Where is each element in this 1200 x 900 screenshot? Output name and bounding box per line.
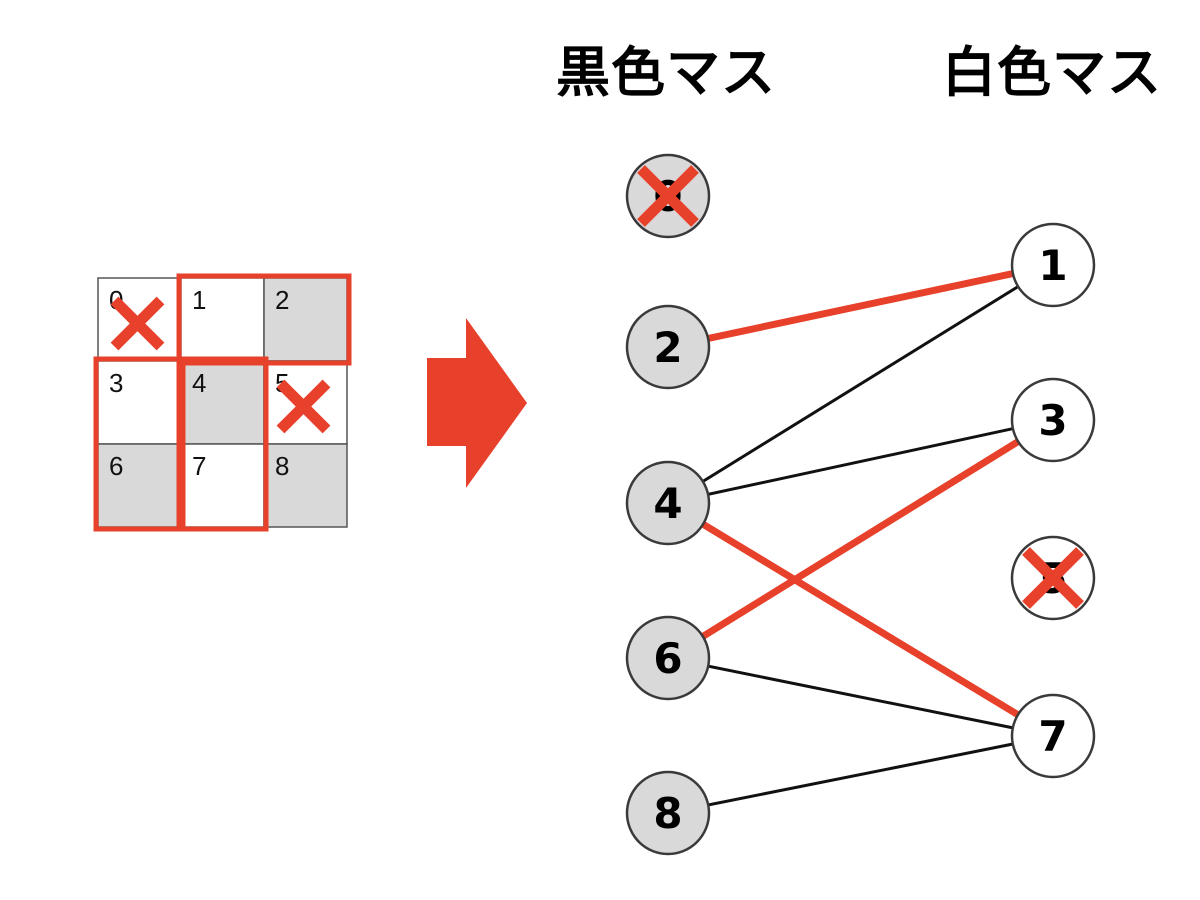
grid-cell-8: 8 (263, 443, 348, 528)
cross-stroke (637, 165, 699, 227)
node-circle (1010, 693, 1096, 779)
node-label: 7 (1038, 712, 1067, 761)
grid-board: 01 2 3 4 5 6 7 8 (93, 273, 352, 532)
grid-cell-label: 2 (275, 285, 289, 315)
grid-cell-label: 4 (192, 368, 206, 398)
black-node-6: 6 (625, 615, 711, 701)
matched-edge-6-3 (666, 417, 1055, 661)
grid-cell-3: 3 (97, 360, 182, 445)
right-arrow-icon (427, 318, 527, 488)
domino-outline-3-6 (93, 356, 186, 532)
grid-cell-label: 8 (275, 451, 289, 481)
cross-icon (1022, 547, 1084, 609)
node-label: 8 (653, 789, 682, 838)
white-node-3: 3 (1010, 377, 1096, 463)
node-circle (625, 460, 711, 546)
bipartite-nodes: 0 2 4 6 8 1 3 5 7 (625, 153, 1096, 856)
node-circle (1010, 377, 1096, 463)
grid-cell-label: 3 (109, 368, 123, 398)
white-node-5: 5 (1010, 535, 1096, 621)
black-cells-heading: 黒色マス (556, 41, 776, 104)
matched-edge-4-7 (666, 500, 1055, 739)
white-node-7: 7 (1010, 693, 1096, 779)
grid-cell-5: 5 (263, 360, 348, 445)
grid-cell-2: 2 (263, 277, 348, 362)
grid-cell-4: 4 (180, 360, 265, 445)
bipartite-edges (666, 261, 1055, 815)
cross-icon (110, 296, 165, 351)
white-cells-heading: 白色マス (942, 41, 1162, 104)
grid-cell-label: 7 (192, 451, 206, 481)
node-label: 2 (653, 323, 682, 372)
grid-cell-1: 1 (180, 277, 265, 362)
cross-icon (637, 165, 699, 227)
edge-6-7 (667, 656, 1054, 738)
cross-icon (276, 379, 331, 434)
white-node-1: 1 (1010, 222, 1096, 308)
grid-cell-square (97, 360, 182, 445)
cross-stroke (110, 296, 165, 351)
black-node-0: 0 (625, 153, 711, 239)
node-circle (625, 770, 711, 856)
grid-cell-7: 7 (180, 443, 265, 528)
edge-4-3 (667, 418, 1054, 505)
node-label: 1 (1038, 241, 1067, 290)
edge-4-1 (667, 263, 1054, 505)
cross-stroke (276, 379, 331, 434)
grid-cell-label: 6 (109, 451, 123, 481)
edge-8-7 (667, 734, 1054, 815)
node-circle (625, 304, 711, 390)
domino-outline-4-7 (176, 356, 269, 532)
node-circle (625, 615, 711, 701)
grid-cell-label: 1 (192, 285, 206, 315)
grid-cell-0: 0 (97, 277, 182, 362)
node-label: 4 (653, 479, 682, 528)
matched-edge-2-1 (667, 261, 1054, 351)
grid-cell-square (97, 443, 182, 528)
cross-stroke (1022, 547, 1084, 609)
black-node-2: 2 (625, 304, 711, 390)
node-label: 3 (1038, 396, 1067, 445)
grid-cell-6: 6 (97, 443, 182, 528)
black-node-8: 8 (625, 770, 711, 856)
grid-cell-square (263, 443, 348, 528)
black-node-4: 4 (625, 460, 711, 546)
node-label: 6 (653, 634, 682, 683)
node-circle (1010, 222, 1096, 308)
